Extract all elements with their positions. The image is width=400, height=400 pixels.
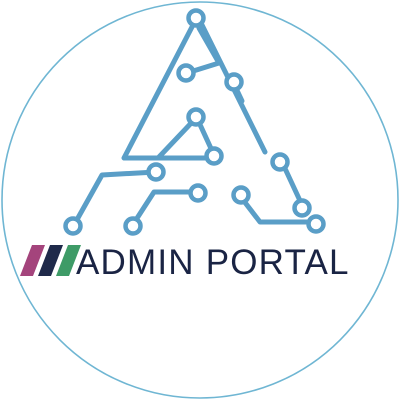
stripe-navy [38,245,63,276]
circuit-node-icon [224,72,244,92]
circuit-node-icon [146,162,166,182]
circuit-node-icon [204,146,224,166]
stripe-green [56,245,81,276]
circuit-node-icon [270,152,290,172]
bottom-left-branch-trace [129,189,198,229]
bottom-left-trace [71,169,159,228]
brand-title: ADMIN PORTAL [76,243,350,282]
a-outline-trace [121,22,217,161]
circuit-node-icon [186,8,206,28]
stripe-pink [20,245,45,276]
circuit-node-icon [123,216,143,236]
circuit-node-icon [63,216,83,236]
circuit-node-icon [292,198,312,218]
circuit-node-icon [188,183,208,203]
top-branch-trace [187,25,222,75]
circuit-nodes [63,8,326,236]
tri-color-stripes-icon [20,245,81,276]
circuit-node-icon [186,107,206,127]
circuit-node-icon [176,63,196,83]
bottom-right-trace [237,193,319,225]
circuit-node-icon [231,185,251,205]
circuit-node-icon [306,214,326,234]
